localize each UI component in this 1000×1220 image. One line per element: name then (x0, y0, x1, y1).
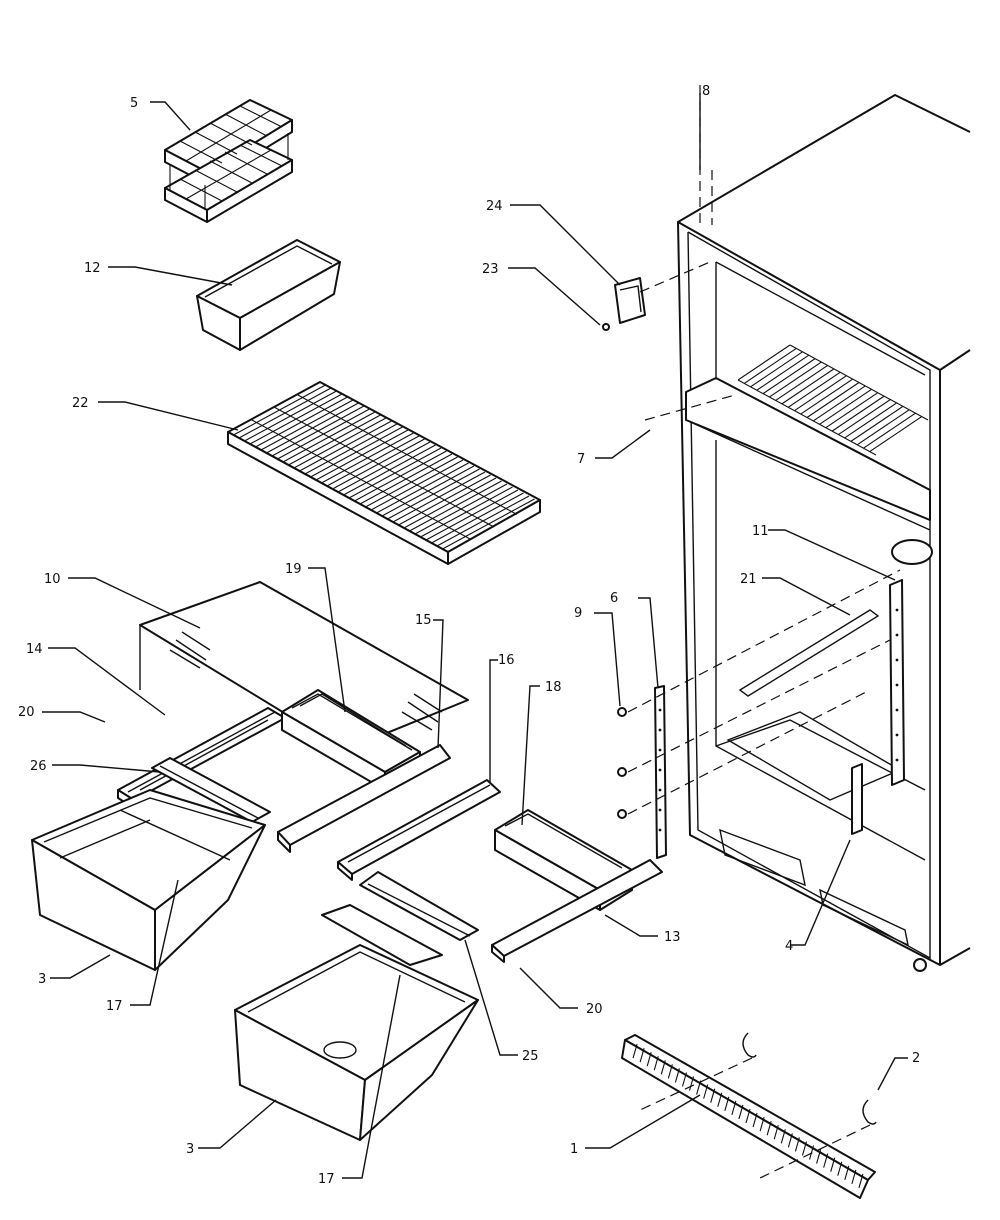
callout-16: 16 (498, 653, 515, 668)
cover-24-part (602, 277, 646, 331)
callout-5: 5 (130, 96, 138, 111)
callout-6: 6 (610, 591, 618, 606)
crisper-drawer-lower-part (234, 904, 479, 1141)
callout-22: 22 (72, 396, 89, 411)
storage-bin-part (196, 239, 341, 351)
kick-plate-grille-part (621, 1034, 876, 1199)
callout-23: 23 (482, 262, 499, 277)
shelf-rail-13-part (491, 859, 663, 963)
grille-clips-part (742, 1032, 877, 1125)
shelf-rail-15-part (277, 744, 451, 853)
callout-17-lower: 17 (318, 1172, 335, 1187)
callout-4: 4 (785, 939, 793, 954)
callout-1: 1 (570, 1142, 578, 1157)
crisper-rail-25-part (359, 871, 479, 941)
shelf-side-rail-left-part (117, 707, 286, 809)
callout-19: 19 (285, 562, 302, 577)
wire-shelf-part (227, 381, 541, 565)
callout-26: 26 (30, 759, 47, 774)
shelf-rail-16-part (337, 779, 501, 881)
callout-20-left: 20 (18, 705, 35, 720)
callout-2: 2 (912, 1051, 920, 1066)
callout-24: 24 (486, 199, 503, 214)
callout-7: 7 (577, 452, 585, 467)
callout-8: 8 (702, 84, 710, 99)
callout-17-upper: 17 (106, 999, 123, 1014)
callout-labels: 1 2 3 3 4 5 6 7 8 9 10 11 12 13 14 15 16… (18, 84, 920, 1187)
callout-25: 25 (522, 1049, 539, 1064)
callout-13: 13 (664, 930, 681, 945)
crisper-drawer-upper-part (31, 789, 266, 971)
callout-10: 10 (44, 572, 61, 587)
callout-11: 11 (752, 524, 769, 539)
vertical-shelf-support-part (654, 685, 667, 859)
callout-leaders (42, 93, 908, 1179)
refrigerator-cabinet (677, 94, 971, 972)
callout-12: 12 (84, 261, 101, 276)
ice-trays-part (164, 99, 293, 223)
callout-9: 9 (574, 606, 582, 621)
callout-15: 15 (415, 613, 432, 628)
callout-14: 14 (26, 642, 43, 657)
callout-21: 21 (740, 572, 757, 587)
callout-20-right: 20 (586, 1002, 603, 1017)
glass-shelf-part (139, 581, 469, 751)
crisper-rail-26-part (151, 757, 271, 823)
callout-3-lower: 3 (186, 1142, 194, 1157)
callout-18: 18 (545, 680, 562, 695)
screws-9 (617, 707, 627, 819)
callout-3-upper: 3 (38, 972, 46, 987)
